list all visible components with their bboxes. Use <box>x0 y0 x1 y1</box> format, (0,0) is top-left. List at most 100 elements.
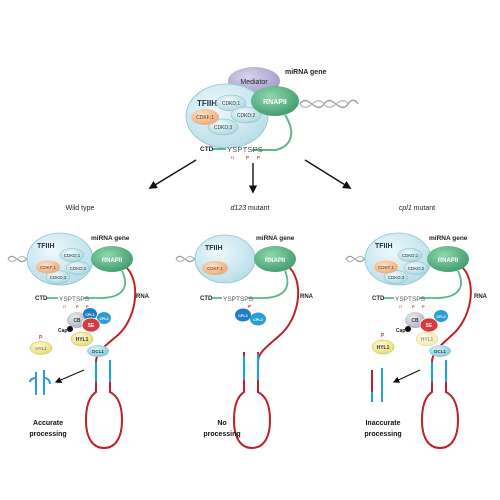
arrow-to-cpl1 <box>304 159 352 189</box>
dna-helix <box>299 99 349 109</box>
hyl1-p: P <box>381 333 385 339</box>
d123-title-rest: mutant <box>246 205 269 212</box>
hyl1-free-label: HYL1 <box>377 345 390 351</box>
ctd-sequence: YSPTSPS <box>395 296 426 303</box>
rna-label: RNA <box>474 294 488 300</box>
cdkf1-label: CDKF;1 <box>207 266 224 271</box>
panel-d123: TFIIH CDKF;1 RNAPII miRNA gene CTD YSPTS… <box>175 234 314 450</box>
cdkd2 <box>230 106 262 124</box>
dcl1 <box>87 345 109 357</box>
panel-wild-type: TFIIH CDKD;1 CDKD;2 CDKD;3 CDKF;1 RNAPII… <box>7 232 150 450</box>
processing-arrow <box>392 369 421 383</box>
cb-label: CB <box>73 318 81 324</box>
hyl1-p: P <box>39 335 43 341</box>
rna-label: RNA <box>300 294 314 300</box>
se-label: SE <box>426 323 433 329</box>
cdkd2-label: CDKD;2 <box>70 266 87 271</box>
ctd-p: P <box>248 304 251 309</box>
cdkd3-label: CDKD;3 <box>214 125 233 131</box>
dcl1-label: DCL1 <box>434 349 446 354</box>
cdkf1-label: CDKF;1 <box>196 115 214 121</box>
hyl1-bound <box>70 331 94 347</box>
cdkf1-label: CDKF;1 <box>378 265 395 270</box>
rnapii <box>254 246 296 272</box>
rna-hairpin <box>232 352 272 450</box>
cdkd3-label: CDKD;3 <box>388 275 405 280</box>
ctd-tail <box>84 270 126 299</box>
mirna-gene-label: miRNA gene <box>256 235 295 242</box>
cpl2 <box>250 312 266 326</box>
d123-title-italic: d123 <box>231 205 247 212</box>
hyl1-free <box>29 341 53 355</box>
hyl1-free <box>371 339 395 355</box>
rnapii-label: RNAPII <box>102 258 123 264</box>
ctd-tail <box>252 114 293 151</box>
rna-hairpin <box>420 360 460 450</box>
cdkd2 <box>403 261 429 275</box>
wild-type-title: Wild type <box>66 205 95 212</box>
processing-arrow <box>54 369 85 383</box>
cdkd2-label: CDKD;2 <box>408 266 425 271</box>
cdkf1 <box>36 260 60 274</box>
hyl1-bound <box>415 331 439 347</box>
mirna-gene-label: miRNA gene <box>285 69 326 76</box>
cdkf1-label: CDKF;1 <box>40 265 57 270</box>
ctd-sequence: YSPTSPS <box>223 296 254 303</box>
mirna-duplex <box>430 360 448 382</box>
cdkf1 <box>374 260 398 274</box>
cpl1-label: CPL1 <box>85 313 94 317</box>
ctd-p2: P <box>86 304 89 309</box>
ctd-p2: P <box>422 304 425 309</box>
ctd-h: H <box>231 155 234 160</box>
tfiih-label: TFIIH <box>205 245 223 252</box>
cpl1-title-italic: cpl1 <box>399 205 412 212</box>
rna-strand <box>257 267 300 363</box>
cpl2 <box>97 312 111 324</box>
tfiih-label: TFIIH <box>37 243 55 250</box>
outcome-line-2: processing <box>29 431 66 438</box>
dcl1 <box>429 345 451 357</box>
cdkf1 <box>191 109 219 125</box>
ctd-sequence: YSPTSPS <box>227 145 263 154</box>
cdkf1 <box>202 261 228 275</box>
rnapii <box>251 86 299 116</box>
cap <box>67 326 73 332</box>
cap-label: Cap <box>58 328 67 334</box>
dcl1-label: DCL1 <box>92 349 104 354</box>
ctd-h: H <box>63 304 66 309</box>
panel-cpl1: TFIIH CDKD;1 CDKD;2 CDKD;3 CDKF;1 RNAPII… <box>345 232 488 450</box>
cpl1 <box>83 308 97 320</box>
ctd-label: CTD <box>200 146 214 153</box>
mediator-label: Mediator <box>240 79 268 86</box>
outcome-line-2: processing <box>364 431 401 438</box>
cap <box>405 326 411 332</box>
top-complex: Mediator miRNA gene TFIIH CDKD;1 CDKD;2 … <box>185 67 359 160</box>
cdkd2-label: CDKD;2 <box>237 113 256 119</box>
ctd-p1: P <box>412 304 415 309</box>
cpl2-label: CPL2 <box>436 315 445 319</box>
hyl1-bound-label: HYL1 <box>76 337 89 343</box>
ctd-tail <box>248 270 289 299</box>
rnapii-label: RNAPII <box>438 258 459 264</box>
d123-title: d123 mutant <box>231 205 270 212</box>
arrow-to-wild-type <box>148 159 197 189</box>
ctd-p1: P <box>246 155 249 160</box>
ctd-label: CTD <box>372 296 385 302</box>
ctd-tail <box>420 270 462 299</box>
cdkd3-label: CDKD;3 <box>50 275 67 280</box>
cdkd1 <box>215 94 247 112</box>
cdkd2 <box>65 261 91 275</box>
tfiih <box>194 234 256 284</box>
outcome-line-1: Inaccurate <box>365 420 400 427</box>
ctd-sequence: YSPTSPS <box>59 296 90 303</box>
cleaved-duplex-blue <box>371 368 383 402</box>
cpl1-title: cpl1 mutant <box>399 205 435 212</box>
cleaved-duplex <box>29 370 51 395</box>
rna-hairpin <box>84 360 124 450</box>
se-label: SE <box>88 323 95 329</box>
se <box>81 317 101 333</box>
outcome-line-2: processing <box>203 431 240 438</box>
tfiih-label: TFIIH <box>375 243 393 250</box>
cap-label: Cap <box>396 328 405 334</box>
